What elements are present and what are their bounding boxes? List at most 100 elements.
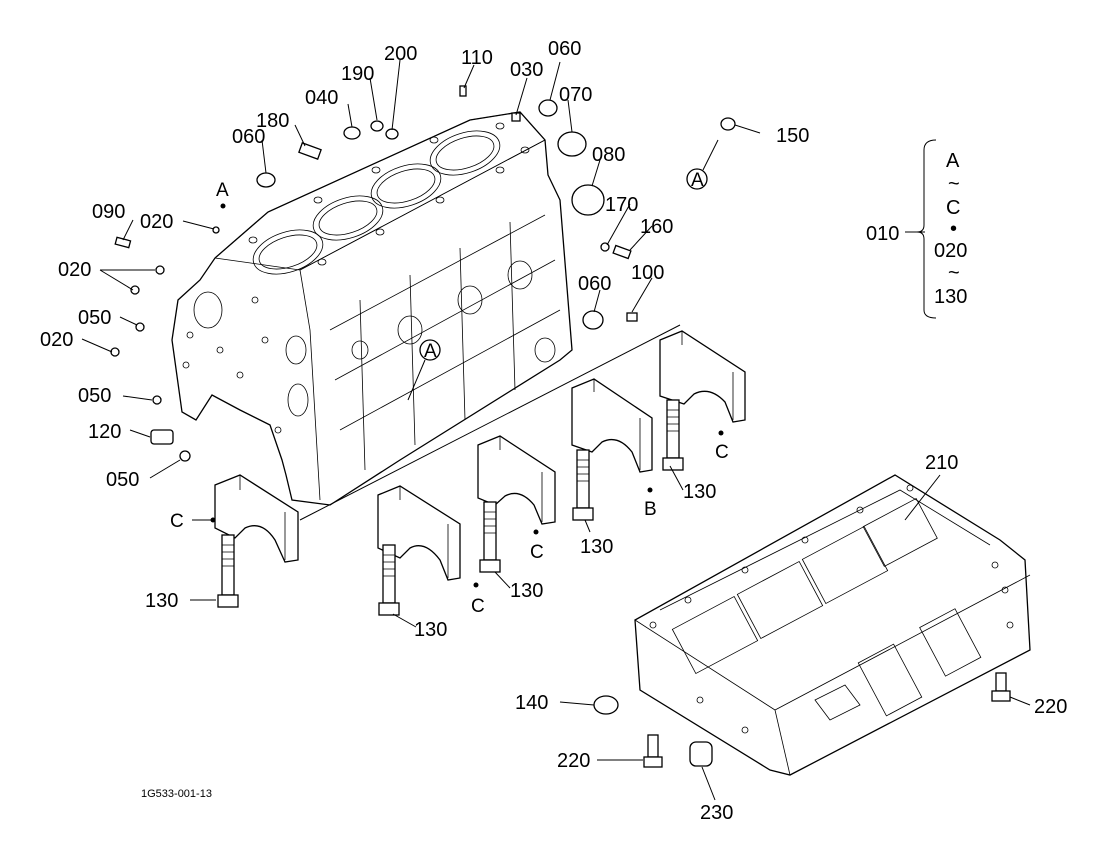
small-parts xyxy=(110,85,736,462)
group-line-7: 130 xyxy=(934,286,967,308)
plug-020-top xyxy=(212,226,220,234)
callout-160: 160 xyxy=(640,216,673,238)
group-line-2: ~ xyxy=(948,173,960,195)
assembly-group-list: A ~ C • 020 ~ 130 xyxy=(934,150,967,308)
marker-c-dot xyxy=(533,529,539,535)
plug-050-c xyxy=(179,450,191,462)
plug-060-c xyxy=(582,310,604,330)
marker-c: C xyxy=(471,596,485,617)
plug-140 xyxy=(593,695,619,715)
callout-060: 060 xyxy=(578,273,611,295)
main-bearing-caps xyxy=(214,330,746,581)
cap-bolts xyxy=(217,399,684,616)
callout-020: 020 xyxy=(140,211,173,233)
callout-040: 040 xyxy=(305,87,338,109)
bearing-cap-1 xyxy=(214,474,299,563)
group-line-1: A xyxy=(946,150,960,172)
marker-a-arrow-2 xyxy=(702,139,719,171)
callout-130: 130 xyxy=(145,590,178,612)
callout-010: 010 xyxy=(866,223,899,245)
pin-110 xyxy=(459,85,467,97)
callout-130: 130 xyxy=(414,619,447,641)
callout-130: 130 xyxy=(683,481,716,503)
nipple-190 xyxy=(370,120,384,132)
callout-080: 080 xyxy=(592,144,625,166)
callout-050: 050 xyxy=(106,469,139,491)
bolt-220-b-head xyxy=(991,690,1011,702)
marker-c-dot xyxy=(210,517,216,523)
bolt-220-a-head xyxy=(643,756,663,768)
bearing-cap-4 xyxy=(571,378,653,473)
plug-060-a xyxy=(256,172,276,188)
bearing-cap-3 xyxy=(477,435,556,525)
bearing-cap-2 xyxy=(377,485,461,581)
bolt-220-a xyxy=(647,734,659,758)
marker-c-dot xyxy=(718,430,724,436)
part-callouts: 200 110 060 190 030 070 040 180 150 060 … xyxy=(40,38,1067,824)
cylinder-block-drawing xyxy=(171,111,681,521)
plug-030 xyxy=(511,112,521,122)
callout-210: 210 xyxy=(925,452,958,474)
pin-160 xyxy=(612,244,632,260)
marker-a-circled: A xyxy=(424,341,437,362)
marker-b: B xyxy=(644,499,657,520)
drawing-code: 1G533-001-13 xyxy=(141,788,212,800)
callout-220: 220 xyxy=(1034,696,1067,718)
marker-a-circled-2: A xyxy=(691,170,704,191)
callout-090: 090 xyxy=(92,201,125,223)
callout-110: 110 xyxy=(461,47,493,69)
marker-c: C xyxy=(170,511,184,532)
marker-a-dot xyxy=(220,203,226,209)
callout-150: 150 xyxy=(776,125,809,147)
plug-230 xyxy=(689,741,713,767)
group-line-5: 020 xyxy=(934,240,967,262)
callout-140: 140 xyxy=(515,692,548,714)
oil-pan-drawing xyxy=(634,474,1031,776)
callout-200: 200 xyxy=(384,43,417,65)
plug-080 xyxy=(571,184,605,216)
bolt-220-b xyxy=(995,672,1007,692)
bolt-2 xyxy=(378,544,400,616)
callout-170: 170 xyxy=(605,194,638,216)
callout-070: 070 xyxy=(559,84,592,106)
marker-a-circle-2 xyxy=(686,168,708,190)
plug-180 xyxy=(298,142,322,160)
marker-c-dot xyxy=(473,582,479,588)
group-line-4: • xyxy=(950,218,957,240)
plug-070 xyxy=(557,131,587,157)
marker-c: C xyxy=(715,442,729,463)
callout-050: 050 xyxy=(78,307,111,329)
callout-060: 060 xyxy=(232,126,265,148)
leader-lines xyxy=(81,59,1031,801)
plug-120 xyxy=(150,429,174,445)
bolt-4 xyxy=(572,449,594,521)
callout-130: 130 xyxy=(510,580,543,602)
assembly-brace xyxy=(916,139,937,319)
marker-c: C xyxy=(530,542,544,563)
marker-a-circle xyxy=(419,339,441,361)
plug-040 xyxy=(343,126,361,140)
pin-090 xyxy=(114,236,132,249)
plug-020-c xyxy=(130,285,140,295)
group-line-3: C xyxy=(946,197,960,219)
plug-020-d xyxy=(110,347,120,357)
pin-100 xyxy=(626,312,638,322)
marker-b-dot xyxy=(647,487,653,493)
pan-small-parts xyxy=(593,672,1011,768)
callout-060: 060 xyxy=(548,38,581,60)
callout-030: 030 xyxy=(510,59,543,81)
marker-a-arrow xyxy=(407,359,426,401)
callout-100: 100 xyxy=(631,262,664,284)
callout-020: 020 xyxy=(40,329,73,351)
callout-190: 190 xyxy=(341,63,374,85)
callout-130: 130 xyxy=(580,536,613,558)
bolt-3 xyxy=(479,501,501,573)
plug-050-b xyxy=(152,395,162,405)
callout-050: 050 xyxy=(78,385,111,407)
plug-020-b xyxy=(155,265,165,275)
plug-060-b xyxy=(538,99,558,117)
callout-020: 020 xyxy=(58,259,91,281)
nipple-200 xyxy=(385,128,399,140)
bolt-1 xyxy=(217,534,239,608)
